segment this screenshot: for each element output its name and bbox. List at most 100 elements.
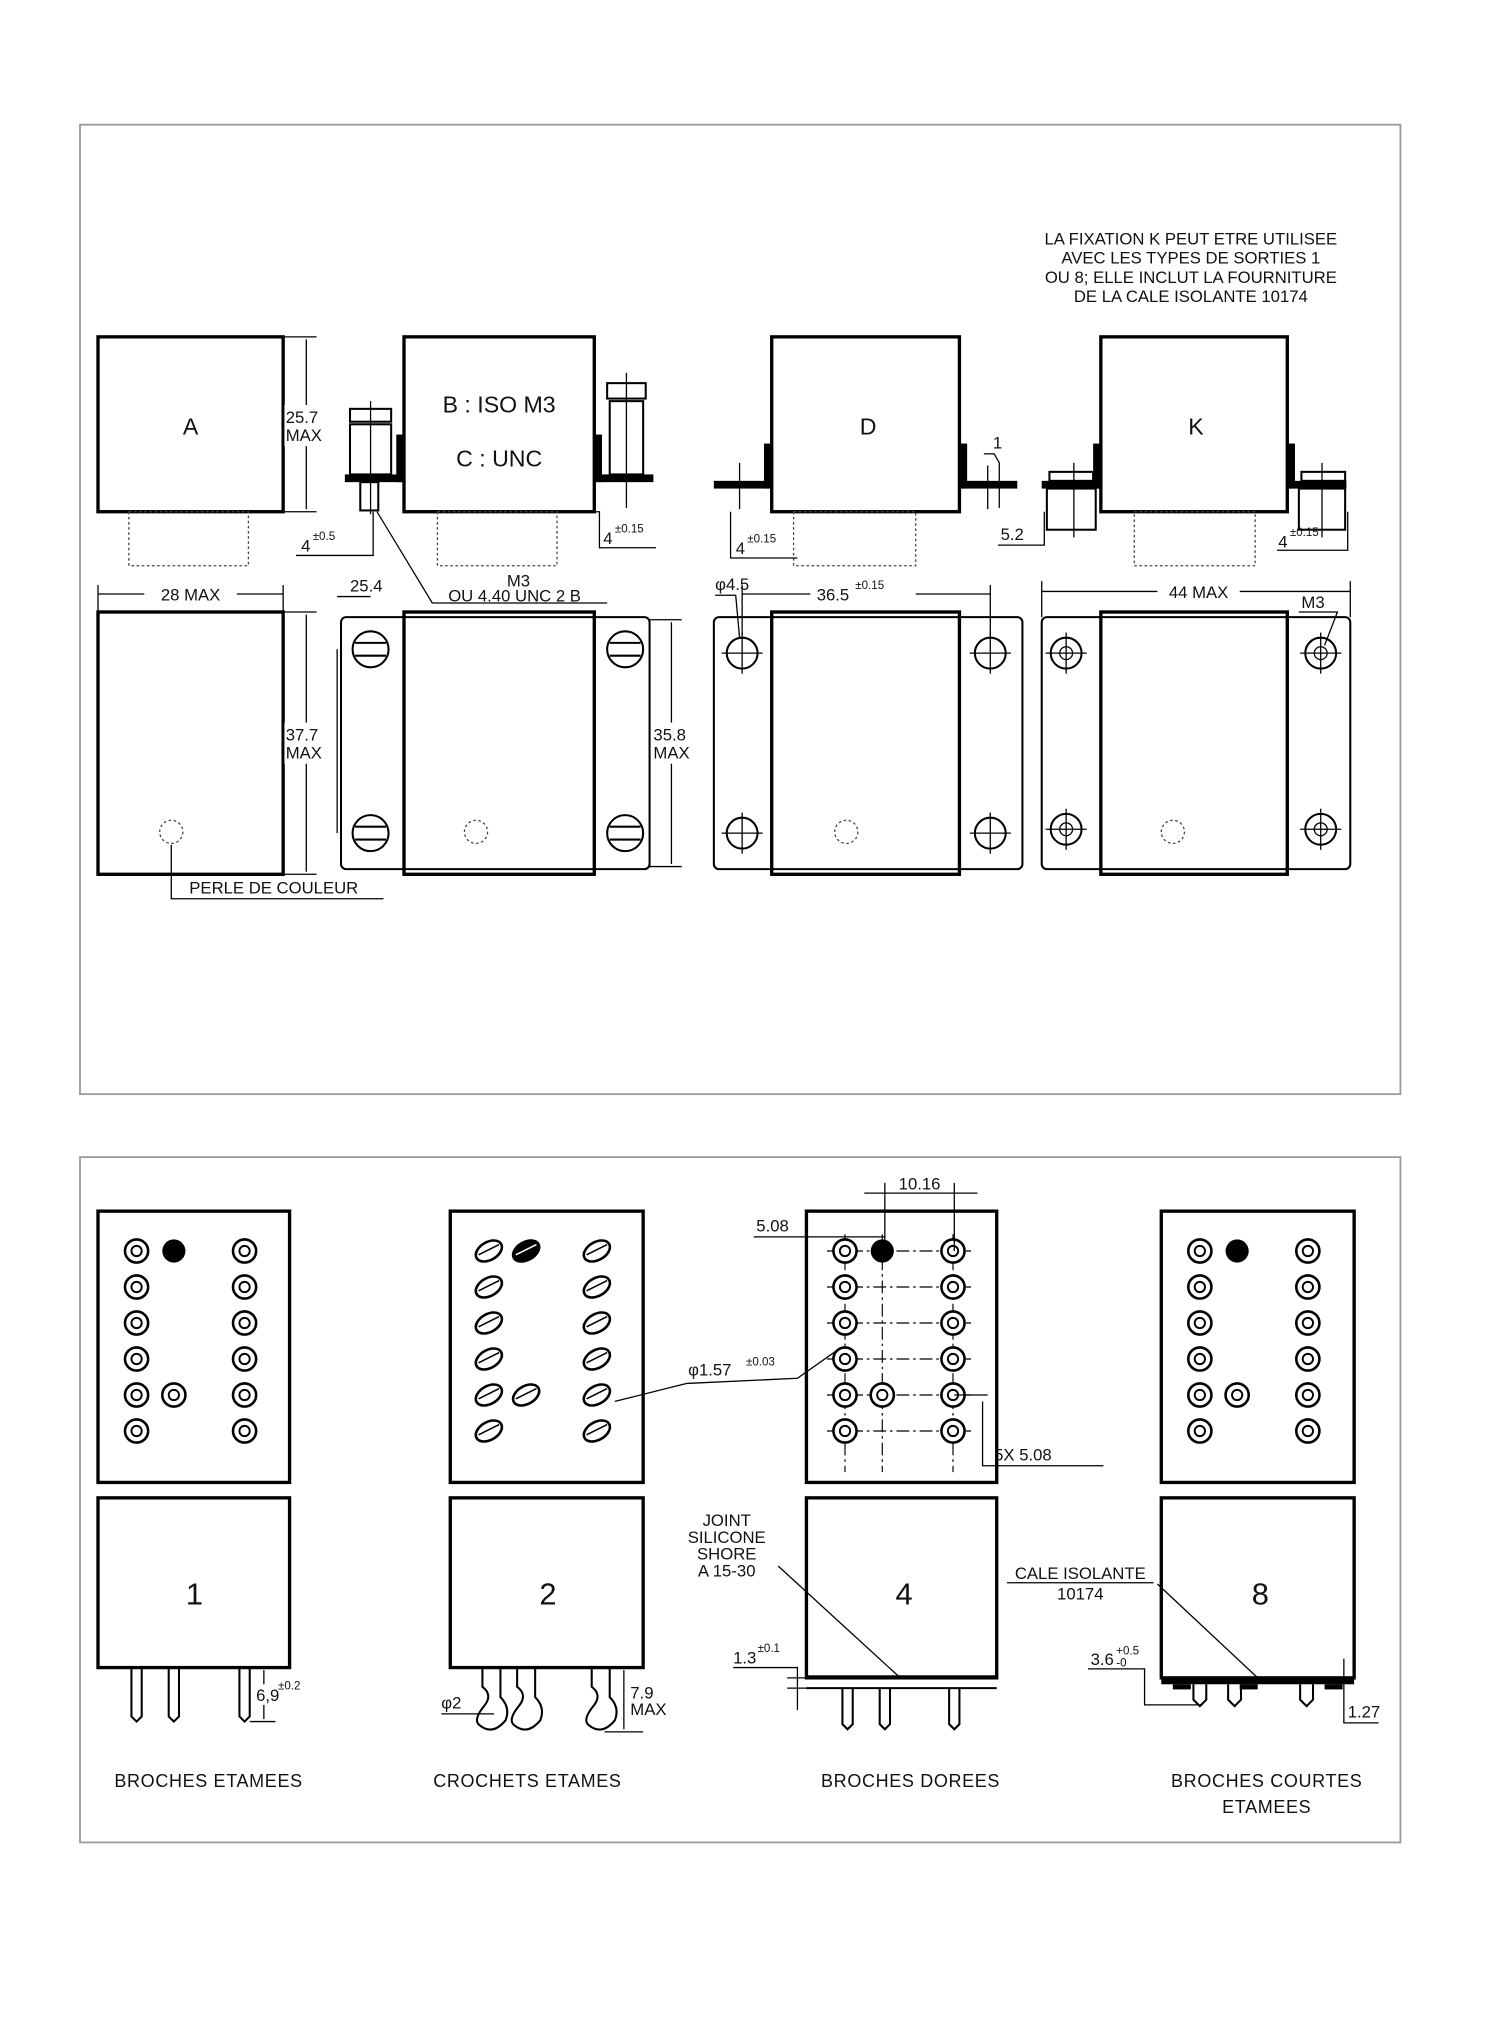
- hook-grid-2: [474, 1239, 612, 1443]
- view-a-top: 28 MAX 37.7 MAX PERLE DE COULEUR: [96, 582, 384, 900]
- pin-icon: [940, 1274, 966, 1300]
- pin-icon: [231, 1310, 258, 1336]
- view-d-side: 1 D 4 ±0.15: [713, 335, 1018, 567]
- note-line: OU 8; ELLE INCLUT LA FOURNITURE: [1045, 268, 1337, 287]
- output-label: 4: [896, 1577, 913, 1612]
- output-caption: BROCHES COURTES: [1171, 1771, 1362, 1791]
- joint-note-line: A 15-30: [698, 1561, 756, 1580]
- pin-icon: [1187, 1418, 1213, 1444]
- pitch-y-dim: 5X 5.08: [994, 1446, 1052, 1465]
- joint-note-line: SHORE: [697, 1545, 756, 1564]
- pin-view-2: [448, 1209, 645, 1485]
- pin-height-dim: 3.6: [1091, 1650, 1114, 1669]
- note-line: DE LA CALE ISOLANTE 10174: [1074, 287, 1308, 306]
- view-a-label: A: [183, 414, 199, 440]
- flange-dim: 4: [603, 529, 612, 548]
- pin-icon: [940, 1346, 966, 1372]
- screw-icon: [351, 630, 645, 853]
- pin-icon: [1187, 1382, 1213, 1408]
- label-c: C : UNC: [456, 446, 542, 472]
- pin-length-dim: 6,9: [256, 1686, 279, 1705]
- flange-tol: ±0.15: [747, 534, 776, 546]
- pin-height-tol-minus: -0: [1116, 1657, 1126, 1669]
- pitch-tol: ±0.15: [855, 580, 884, 592]
- pin-dia-dim: φ1.57: [688, 1361, 731, 1380]
- hook-dia-dim: φ2: [441, 1694, 461, 1713]
- pin-1-marker-icon: [162, 1239, 186, 1263]
- insert-icon: [1045, 632, 1342, 850]
- pin-icon: [1295, 1382, 1321, 1408]
- output-4-side: 4 JOINT SILICONE SHORE A 15-30 1.3 ±0.1 …: [688, 1496, 1000, 1791]
- pin-view-8: [1159, 1209, 1356, 1485]
- view-k-label: K: [1188, 414, 1204, 440]
- pin-icon: [1224, 1382, 1250, 1408]
- pin-icon: [1187, 1238, 1213, 1264]
- note-line: AVEC LES TYPES DE SORTIES 1: [1061, 249, 1320, 268]
- depth-dim: 35.8: [653, 726, 686, 745]
- pin-icon: [231, 1274, 258, 1300]
- pin-icon: [1187, 1310, 1213, 1336]
- view-k-side: K 5.2 4 ±0.15: [998, 335, 1349, 567]
- output-2-side: 2 φ2 7.9 MAX CROCHETS ETAMES: [433, 1496, 666, 1791]
- shim-label: CALE ISOLANTE: [1015, 1564, 1146, 1583]
- pin-icon: [123, 1274, 150, 1300]
- flange-tol: ±0.15: [1290, 527, 1319, 539]
- pin-1-marker-icon: [1225, 1239, 1249, 1263]
- pin-icon: [123, 1310, 150, 1336]
- fixation-note: LA FIXATION K PEUT ETRE UTILISEE AVEC LE…: [1045, 229, 1338, 306]
- joint-note-line: SILICONE: [688, 1528, 766, 1547]
- pin-icon: [1187, 1346, 1213, 1372]
- pin-icon: [231, 1346, 258, 1372]
- stud-length-tol: ±0.5: [313, 531, 335, 543]
- pitch-x-dim: 10.16: [899, 1174, 941, 1193]
- pin-icon: [1295, 1418, 1321, 1444]
- depth-max: MAX: [653, 744, 689, 763]
- offset-dim: 5.08: [756, 1217, 789, 1236]
- hook-length-dim: 7.9: [630, 1683, 653, 1702]
- pitch-dim: 36.5: [817, 585, 850, 604]
- pin-icon: [1295, 1310, 1321, 1336]
- height-dim: 25.7: [286, 408, 319, 427]
- pin-icon: [940, 1418, 966, 1444]
- view-d-top: 36.5 ±0.15 φ4.5: [712, 575, 1024, 876]
- pin-icon: [160, 1382, 187, 1408]
- pin-icon: [1295, 1346, 1321, 1372]
- pin-icon: [940, 1238, 966, 1264]
- depth-max: MAX: [286, 744, 322, 763]
- pin-icon: [1295, 1238, 1321, 1264]
- pin-pitch-dims: 10.16 5.08 φ1.57 ±0.03 5X 5.08: [614, 1174, 1104, 1467]
- width-dim: 44 MAX: [1169, 583, 1228, 602]
- pin-icon: [841, 1688, 961, 1731]
- gap-tol: ±0.1: [758, 1643, 780, 1655]
- pin-icon: [1295, 1274, 1321, 1300]
- joint-note: JOINT SILICONE SHORE A 15-30: [688, 1511, 766, 1580]
- hook-icon: [475, 1667, 618, 1731]
- output-types-panel: 10.16 5.08 φ1.57 ±0.03 5X 5.08 1 6,9 ±0.…: [79, 1156, 1402, 1844]
- pin-icon: [1192, 1684, 1315, 1708]
- pin-length-tol: ±0.2: [278, 1680, 300, 1692]
- output-caption: ETAMEES: [1222, 1797, 1311, 1817]
- pin-icon: [869, 1382, 896, 1408]
- label-b: B : ISO M3: [443, 392, 556, 418]
- hook-length-max: MAX: [630, 1700, 666, 1719]
- note-line: LA FIXATION K PEUT ETRE UTILISEE: [1045, 229, 1338, 248]
- thread-alt-label: OU 4.40 UNC 2 B: [448, 587, 581, 606]
- thread-label: M3: [1301, 593, 1324, 612]
- mounting-options-panel: LA FIXATION K PEUT ETRE UTILISEE AVEC LE…: [79, 123, 1402, 1096]
- flange-dim: 4: [736, 539, 745, 558]
- pin-icon: [123, 1346, 150, 1372]
- flange-dim: 4: [1278, 533, 1287, 552]
- pin-icon: [1187, 1274, 1213, 1300]
- flange-tol: ±0.15: [615, 523, 644, 535]
- view-d-label: D: [860, 414, 877, 440]
- pin-dia-tol: ±0.03: [746, 1356, 775, 1368]
- pin-view-4: [804, 1209, 999, 1485]
- pin-height-tol-plus: +0.5: [1116, 1646, 1139, 1658]
- thickness-dim: 1: [993, 434, 1002, 453]
- output-label: 8: [1252, 1577, 1269, 1612]
- pin-icon: [832, 1310, 858, 1336]
- edge-dim: 1.27: [1348, 1703, 1381, 1722]
- view-a-side: A 25.7 MAX: [96, 335, 326, 567]
- output-caption: BROCHES DOREES: [821, 1771, 1000, 1791]
- stud-length-dim: 4: [301, 537, 310, 556]
